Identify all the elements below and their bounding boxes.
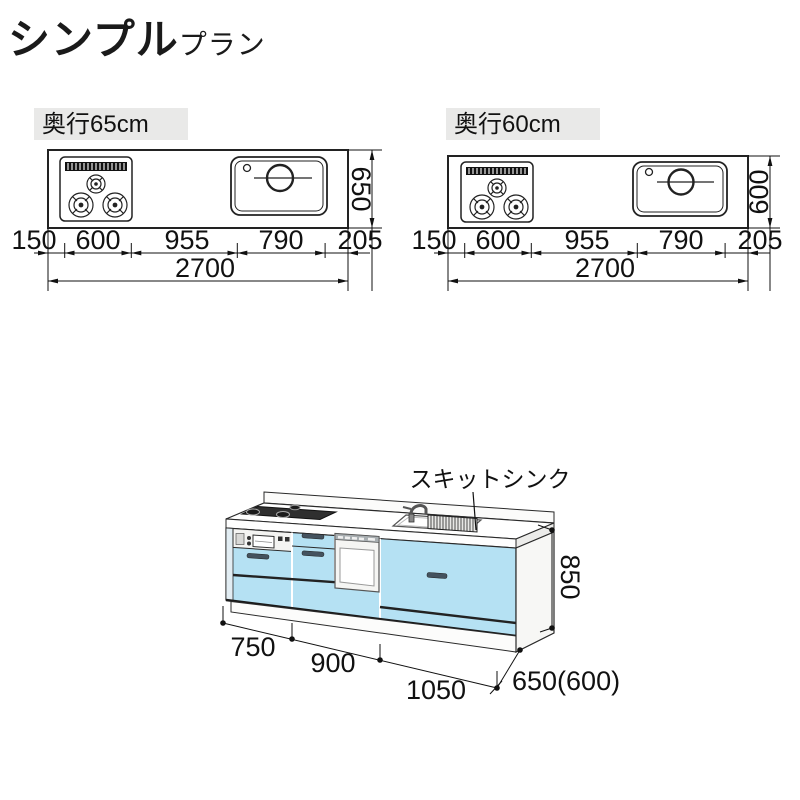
dim-650-600: 650(600) <box>512 666 620 696</box>
side-panel <box>515 531 555 653</box>
dim-2700: 2700 <box>575 253 635 283</box>
depth-label-65: 奥行65cm <box>42 111 149 138</box>
drawer-handle <box>301 533 325 540</box>
sink-top-icon-60 <box>632 161 728 217</box>
title-main: シンプル <box>8 16 179 63</box>
dimensions-65: 150 600 955 790 205 2700 650 <box>11 149 383 291</box>
faucet-hole-icon <box>644 167 654 177</box>
depth-label-bg <box>34 108 188 140</box>
plan-depth65: 奥行65cm <box>11 108 383 291</box>
callout-leader <box>472 491 477 531</box>
height-dimension: 850 <box>537 524 585 633</box>
depth-label-bg <box>446 108 600 140</box>
bottom-drawer-divider <box>232 573 336 584</box>
dim-900: 900 <box>310 648 355 678</box>
plan-depth60: 奥行60cm <box>411 108 783 291</box>
dim-750: 750 <box>230 632 275 662</box>
drawer-handle <box>426 572 448 579</box>
width-dimensions: 750 900 1050 <box>220 606 500 705</box>
sink-callout-label: スキットシンク <box>410 466 571 492</box>
drawer-divider <box>291 545 336 550</box>
depth-dimension: 650(600) <box>489 647 620 696</box>
dim-650: 650 <box>346 166 376 211</box>
dim-600: 600 <box>475 225 520 255</box>
cabinet-illustration <box>225 491 555 653</box>
dim-150: 150 <box>11 225 56 255</box>
dim-150: 150 <box>411 225 456 255</box>
faucet-hole-icon <box>242 163 252 173</box>
left-end-panel <box>225 527 234 602</box>
dim-205: 205 <box>737 225 782 255</box>
bottom-drawer-divider <box>379 605 517 625</box>
dim-955: 955 <box>564 225 609 255</box>
dishwasher-front <box>334 532 380 593</box>
sink-top-icon-65 <box>230 156 328 216</box>
grill-icon <box>65 162 127 171</box>
stove-top-icon-60 <box>460 161 534 223</box>
dim-850: 850 <box>555 554 585 599</box>
elevation-view: スキットシンク 850 750 900 1050 <box>220 466 620 705</box>
title-sub: プラン <box>178 29 266 60</box>
drawer-handle <box>246 553 270 560</box>
dim-2700: 2700 <box>175 253 235 283</box>
dimensions-60: 150 600 955 790 205 2700 600 <box>411 155 783 291</box>
dim-600v: 600 <box>744 169 774 214</box>
dim-790: 790 <box>258 225 303 255</box>
dim-1050: 1050 <box>406 675 466 705</box>
dim-790: 790 <box>658 225 703 255</box>
cooktop-icon <box>240 504 338 521</box>
dim-600: 600 <box>75 225 120 255</box>
stove-top-icon-65 <box>59 156 133 222</box>
dim-205: 205 <box>337 225 382 255</box>
depth-label-60: 奥行60cm <box>454 111 561 138</box>
dishwasher-panel <box>339 547 375 587</box>
faucet-icon <box>402 504 428 523</box>
dim-955: 955 <box>164 225 209 255</box>
grill-icon <box>466 167 528 175</box>
sink-basket-icon <box>427 514 478 533</box>
stove-control-panel <box>232 527 293 553</box>
drawer-handle <box>301 550 325 557</box>
page-title: シンプルプラン <box>8 6 266 67</box>
